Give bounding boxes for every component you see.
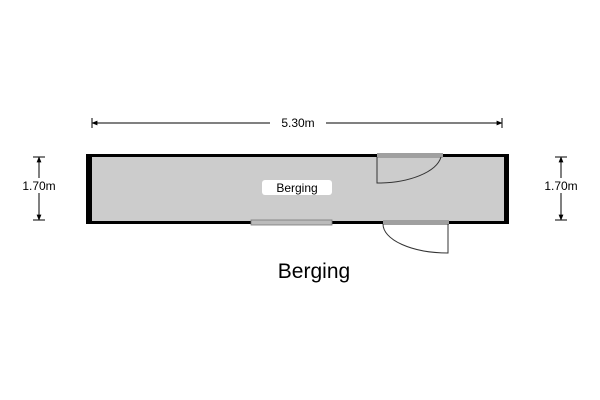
- width-dimension: 5.30m: [91, 115, 503, 130]
- plan-title: Berging: [278, 260, 350, 283]
- top-door-swing: [376, 156, 442, 184]
- bottom-door-swing: [382, 223, 449, 254]
- right-height-dimension: 1.70m: [534, 156, 588, 221]
- width-label: 5.30m: [281, 116, 314, 130]
- top-door-opening: [377, 153, 443, 158]
- room-berging: Berging: [86, 153, 509, 254]
- bottom-door-opening: [383, 220, 449, 225]
- room-label-bg: [262, 180, 332, 195]
- left-height-label: 1.70m: [22, 179, 55, 193]
- left-height-dimension: 1.70m: [12, 156, 66, 221]
- right-height-label: 1.70m: [544, 179, 577, 193]
- room-label: Berging: [276, 181, 317, 195]
- window: [250, 219, 333, 226]
